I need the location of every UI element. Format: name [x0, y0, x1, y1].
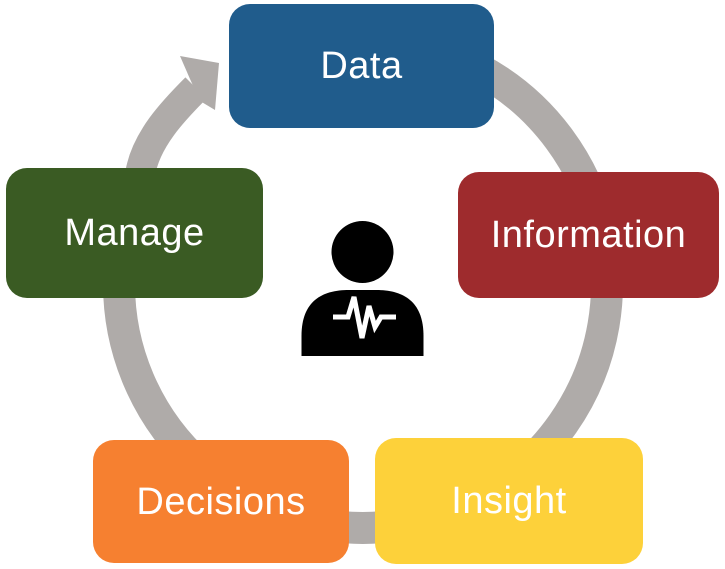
person-pulse-icon	[301, 221, 424, 356]
node-label: Manage	[64, 212, 205, 254]
node-information: Information	[458, 172, 719, 298]
node-label: Decisions	[136, 480, 306, 523]
node-insight: Insight	[375, 438, 643, 564]
node-data: Data	[229, 4, 494, 128]
node-label: Information	[490, 214, 687, 256]
person-head	[331, 221, 394, 283]
arrowhead-icon	[180, 56, 219, 110]
node-decisions: Decisions	[93, 440, 349, 563]
node-label: Data	[320, 45, 403, 87]
person-torso	[301, 290, 424, 356]
cycle-arrow-shaft	[125, 77, 207, 178]
pulse-line-icon	[333, 296, 396, 339]
node-manage: Manage	[6, 168, 263, 298]
node-label: Insight	[451, 480, 567, 522]
